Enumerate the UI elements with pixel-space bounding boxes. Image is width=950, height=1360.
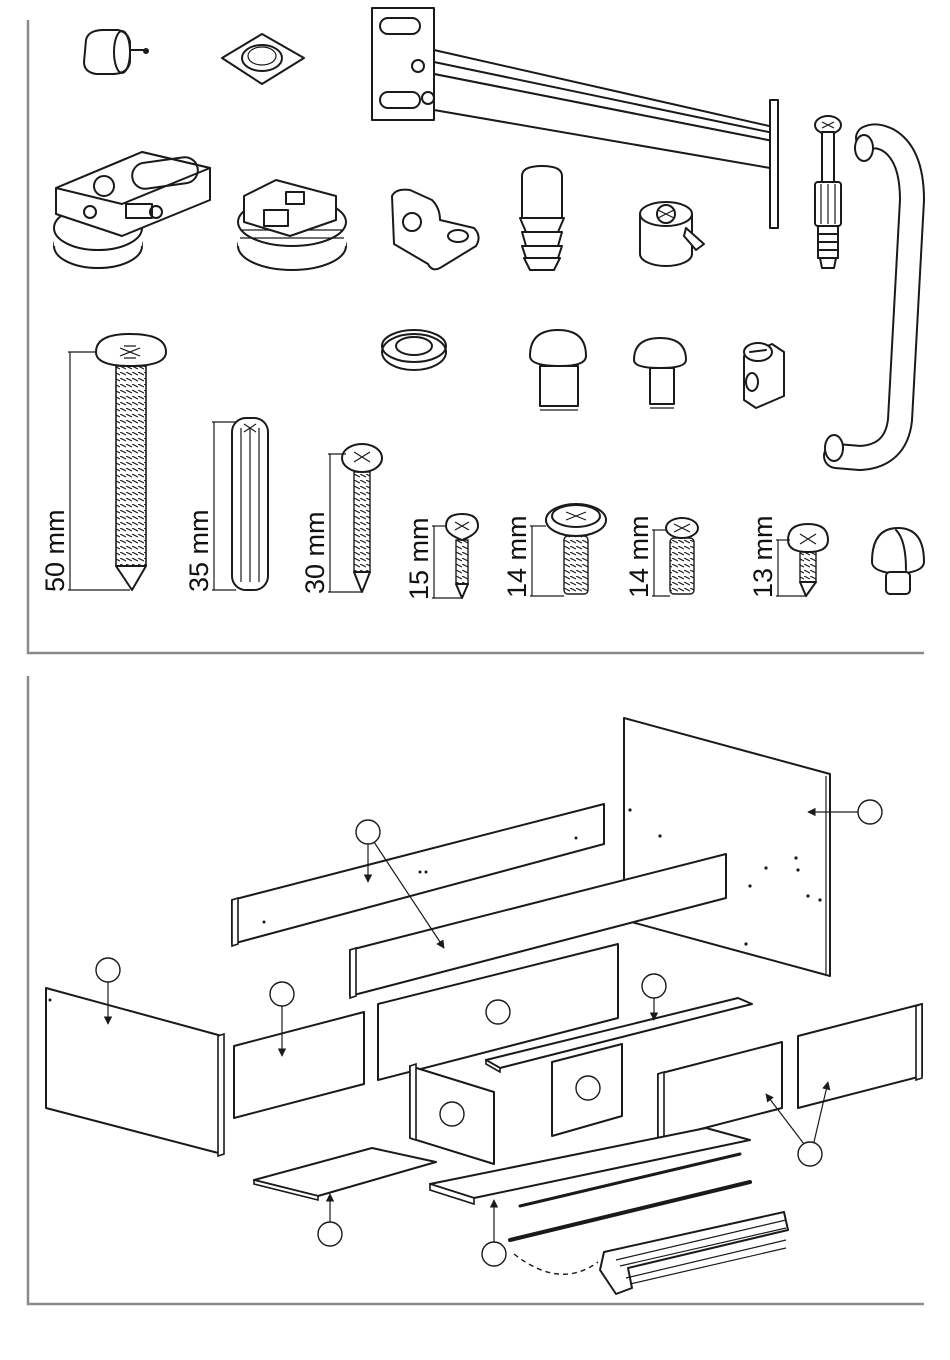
- callout-left-side: [96, 958, 120, 982]
- shelf-bracket-icon: [372, 8, 778, 228]
- right-end-panel: [798, 1004, 922, 1108]
- left-side-panel: [46, 988, 224, 1156]
- rail-profile-icon: [600, 1212, 788, 1294]
- washer-icon: [382, 330, 446, 370]
- screw-13mm-icon: [776, 524, 828, 596]
- stopper-icon: [872, 528, 924, 594]
- inner-divider: [410, 1064, 494, 1164]
- dimension-label-35mm: 35 mm: [184, 509, 214, 592]
- front-door: [658, 1042, 782, 1142]
- left-door: [234, 1012, 364, 1118]
- right-divider: [552, 1044, 622, 1136]
- callout-top-rails: [356, 820, 380, 844]
- callout-bottom-board: [482, 1242, 506, 1266]
- wooden-dowel-icon: [212, 418, 268, 590]
- callout-top-strip: [642, 974, 666, 998]
- knob-icon: [84, 30, 149, 74]
- callout-doors: [798, 1142, 822, 1166]
- shelf-pin-icon: [530, 330, 586, 410]
- hardware-panel: 50 mm 35 mm 30 mm 15 mm 14 mm 14 mm 13 m…: [28, 8, 924, 653]
- bolt-connector-icon: [815, 116, 841, 268]
- dimension-label-50mm: 50 mm: [40, 509, 70, 592]
- angle-bracket-icon: [392, 190, 479, 270]
- screw-15mm-icon: [432, 514, 478, 598]
- callout-back-panel: [858, 800, 882, 824]
- dimension-label-13mm: 13 mm: [748, 515, 778, 598]
- screw-14mm-icon: [652, 518, 698, 596]
- back-panel: [624, 718, 830, 976]
- cam-lock-icon: [54, 152, 210, 268]
- detail-link-dashed: [514, 1254, 598, 1274]
- cam-fitting-icon: [238, 180, 346, 270]
- callout-left-door: [270, 982, 294, 1006]
- dimension-label-14mm-a: 14 mm: [502, 515, 532, 598]
- dimension-label-14mm-b: 14 mm: [624, 515, 654, 598]
- dimension-label-15mm: 15 mm: [404, 517, 434, 600]
- callout-small-shelf: [318, 1222, 342, 1246]
- screw-14mm-flange-icon: [530, 504, 606, 596]
- screw-30mm-icon: [328, 444, 382, 592]
- barrel-nut-icon: [744, 343, 784, 408]
- dimension-label-30mm: 30 mm: [300, 511, 330, 594]
- dowel-icon: [520, 166, 564, 270]
- exploded-view-panel: [28, 676, 924, 1304]
- felt-pad-icon: [222, 34, 304, 84]
- cam-housing-icon: [640, 202, 704, 266]
- small-bottom-shelf: [254, 1148, 436, 1200]
- shelf-pin-short-icon: [634, 338, 686, 408]
- bolt-50mm-icon: [68, 334, 166, 590]
